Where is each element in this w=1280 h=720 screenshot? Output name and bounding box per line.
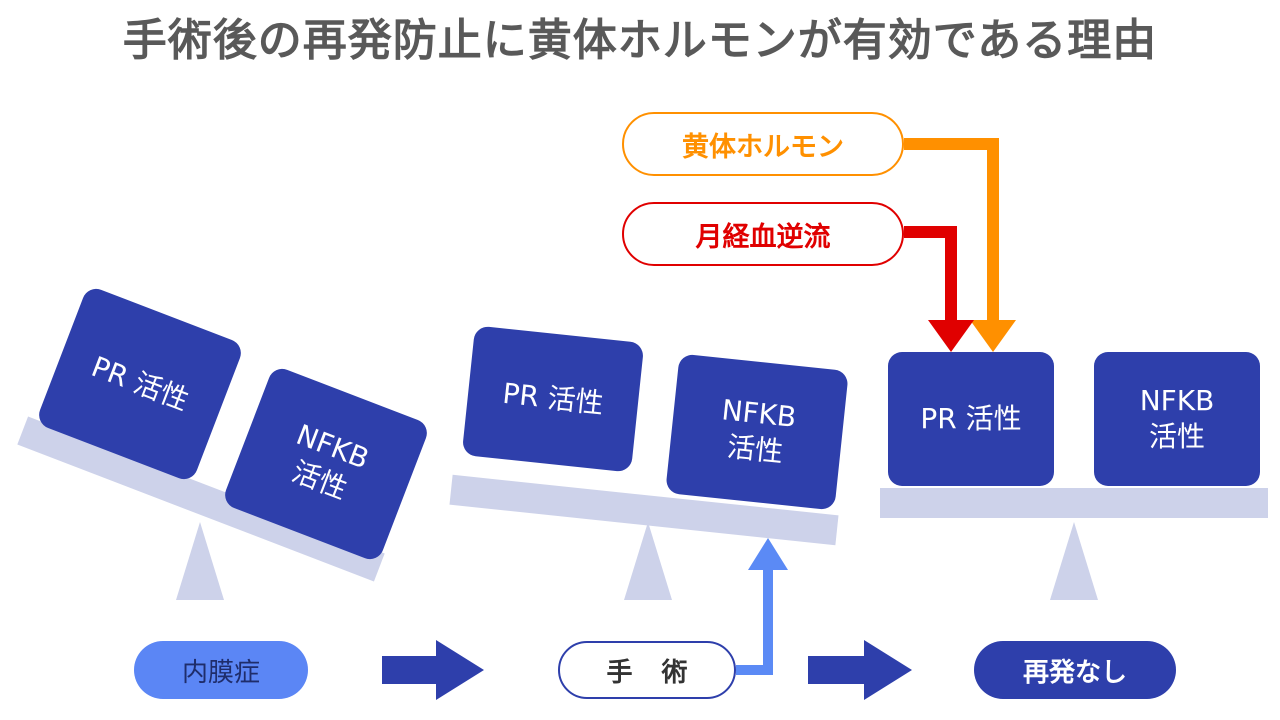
retrograde-pill: 月経血逆流 (622, 202, 904, 266)
surgery-pill: 手 術 (558, 641, 736, 699)
nfkb-label-3b: 活性 (1148, 420, 1205, 453)
surgery-label: 手 術 (606, 657, 698, 688)
endometriosis-label: 内膜症 (181, 657, 260, 688)
no-recurrence-pill: 再発なし (974, 641, 1176, 699)
beam-3 (880, 488, 1268, 518)
progesterone-label: 黄体ホルモン (682, 131, 844, 163)
nfkb-label-3a: NFKB (1139, 384, 1215, 417)
fulcrum-2 (624, 522, 672, 600)
progesterone-arrow-head (970, 320, 1016, 352)
surgery-arrow-head (748, 538, 788, 570)
no-recurrence-label: 再発なし (1022, 657, 1127, 688)
nfkb-block-3: NFKB 活性 (1094, 352, 1260, 486)
surgery-arrow-line (736, 566, 773, 675)
endometriosis-pill: 内膜症 (134, 641, 308, 699)
retrograde-arrow-line (904, 226, 957, 322)
fulcrum-3 (1050, 522, 1098, 600)
progesterone-pill: 黄体ホルモン (622, 112, 904, 176)
page-title: 手術後の再発防止に黄体ホルモンが有効である理由 (122, 15, 1158, 66)
retrograde-label: 月経血逆流 (695, 221, 831, 253)
pr-label-3: PR 活性 (920, 402, 1022, 435)
flow-arrow-2 (808, 640, 912, 700)
progesterone-arrow-line (904, 138, 999, 322)
fulcrum-1 (176, 522, 224, 600)
flow-arrow-1 (382, 640, 484, 700)
retrograde-arrow-head (928, 320, 974, 352)
pr-block-3: PR 活性 (888, 352, 1054, 486)
